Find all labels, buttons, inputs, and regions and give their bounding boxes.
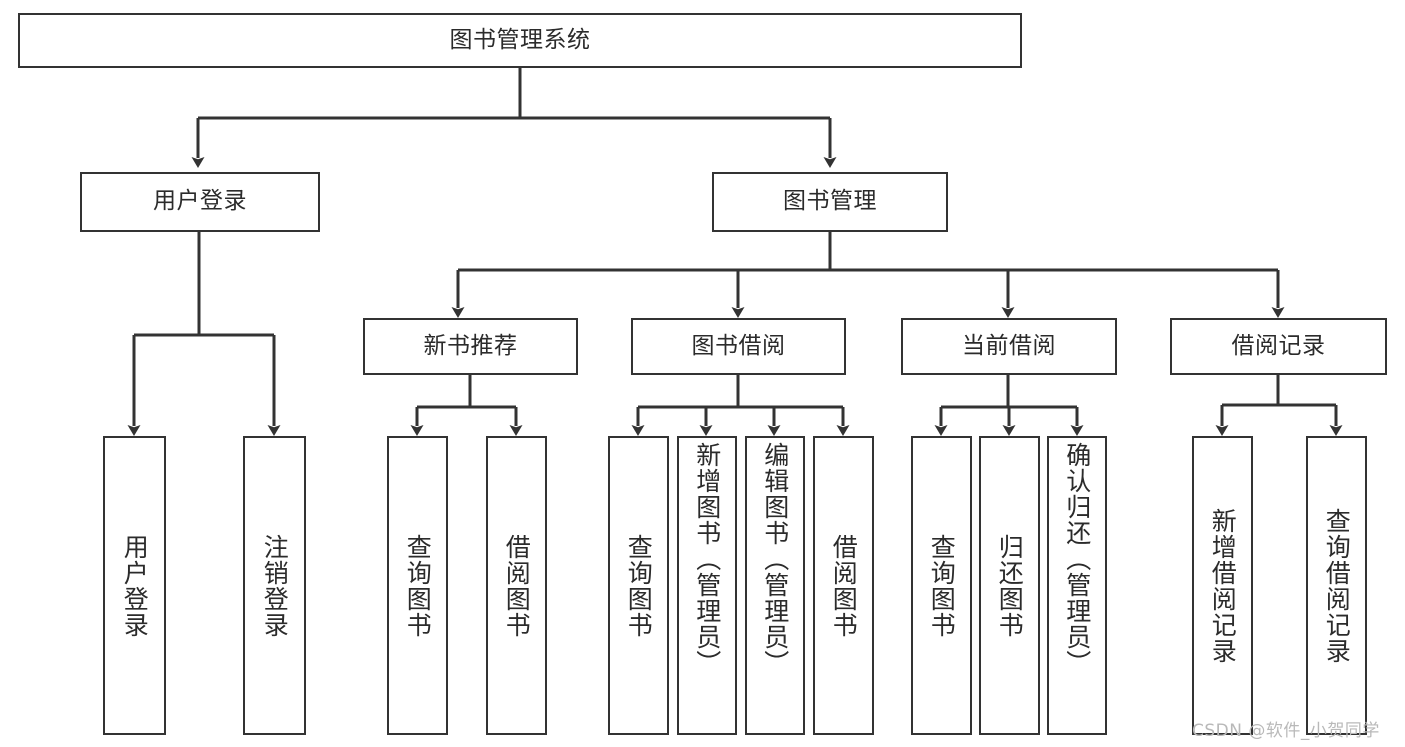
node-label: 编辑图书（管理员） <box>760 442 790 676</box>
leaf-user-login[interactable]: 用户登录 <box>103 436 166 735</box>
node-label: 查询图书 <box>403 533 433 638</box>
node-label: 查询图书 <box>927 533 957 638</box>
leaf-query-book-newbook[interactable]: 查询图书 <box>387 436 448 735</box>
node-label: 新增借阅记录 <box>1208 507 1238 664</box>
leaf-query-borrow-record[interactable]: 查询借阅记录 <box>1306 436 1367 735</box>
node-label: 新增图书（管理员） <box>692 442 722 676</box>
node-label: 图书管理系统 <box>449 26 591 53</box>
node-label: 确认归还（管理员） <box>1062 442 1092 676</box>
node-label: 用户登录 <box>153 188 247 215</box>
node-root[interactable]: 图书管理系统 <box>18 13 1022 68</box>
node-label: 借阅记录 <box>1231 332 1326 359</box>
node-label: 查询借阅记录 <box>1322 507 1352 664</box>
node-label: 归还图书 <box>995 533 1025 638</box>
node-label: 用户登录 <box>120 533 150 638</box>
leaf-logout[interactable]: 注销登录 <box>243 436 306 735</box>
node-book-borrow[interactable]: 图书借阅 <box>631 318 846 375</box>
node-label: 注销登录 <box>260 533 290 638</box>
leaf-query-book-borrow[interactable]: 查询图书 <box>608 436 669 735</box>
leaf-add-borrow-record[interactable]: 新增借阅记录 <box>1192 436 1253 735</box>
watermark: CSDN @软件_小贺同学 <box>1192 721 1380 741</box>
leaf-edit-book-admin[interactable]: 编辑图书（管理员） <box>745 436 805 735</box>
node-borrow-records[interactable]: 借阅记录 <box>1170 318 1387 375</box>
leaf-add-book-admin[interactable]: 新增图书（管理员） <box>677 436 737 735</box>
node-new-book-recommend[interactable]: 新书推荐 <box>363 318 578 375</box>
leaf-borrow-book[interactable]: 借阅图书 <box>813 436 874 735</box>
node-label: 新书推荐 <box>423 332 518 359</box>
node-label: 当前借阅 <box>962 332 1056 359</box>
node-label: 查询图书 <box>624 533 654 638</box>
leaf-query-book-current[interactable]: 查询图书 <box>911 436 972 735</box>
node-label: 图书管理 <box>783 188 877 215</box>
leaf-confirm-return-admin[interactable]: 确认归还（管理员） <box>1047 436 1107 735</box>
node-label: 图书借阅 <box>691 332 786 359</box>
node-current-borrow[interactable]: 当前借阅 <box>901 318 1117 375</box>
node-book-management[interactable]: 图书管理 <box>712 172 948 232</box>
leaf-return-book[interactable]: 归还图书 <box>979 436 1040 735</box>
node-label: 借阅图书 <box>502 533 532 638</box>
node-user-login[interactable]: 用户登录 <box>80 172 320 232</box>
leaf-borrow-book-newbook[interactable]: 借阅图书 <box>486 436 547 735</box>
node-label: 借阅图书 <box>829 533 859 638</box>
